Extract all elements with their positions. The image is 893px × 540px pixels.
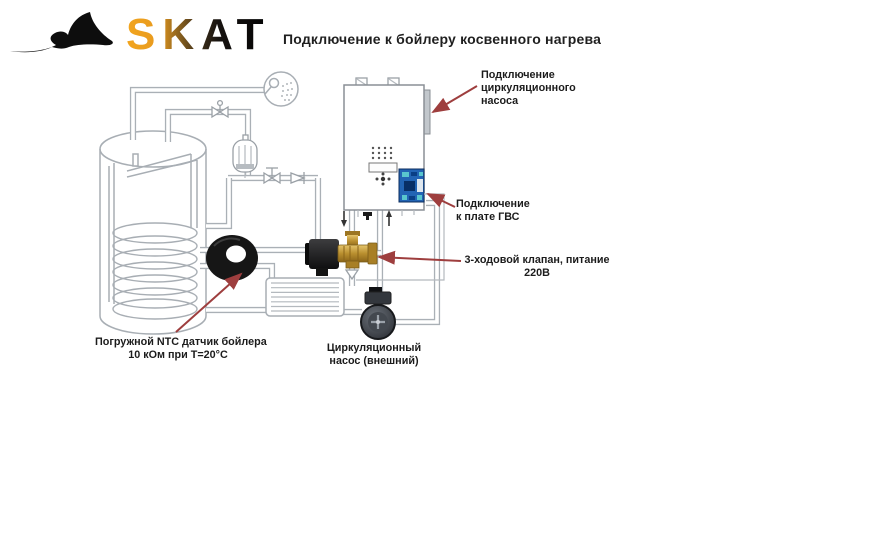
heat-exchanger-coil xyxy=(112,222,198,320)
flow-arrow-down xyxy=(341,211,347,227)
annotation-line: Подключение xyxy=(481,69,555,81)
shower-icon xyxy=(263,71,299,107)
annotation-line: Погружной NTC датчик бойлера xyxy=(95,336,267,348)
annotation-line: насоса xyxy=(481,95,519,107)
circulation-pump xyxy=(360,287,396,340)
annotation-three-way-valve: 3-ходовой клапан, питание 220В xyxy=(452,254,622,280)
radiator-loop xyxy=(265,277,345,317)
valve-actuator xyxy=(305,239,339,276)
expansion-tank xyxy=(232,134,258,178)
annotation-arrows xyxy=(175,85,478,333)
annotation-line: 220В xyxy=(524,267,550,279)
annotation-line: насос (внешний) xyxy=(329,355,419,367)
drain-valve-icon xyxy=(344,269,360,281)
annotation-line: 3-ходовой клапан, питание xyxy=(464,254,610,266)
annotation-line: Циркуляционный xyxy=(326,342,422,354)
annotation-line: циркуляционного xyxy=(481,82,576,94)
gate-valve-icon xyxy=(263,167,281,185)
annotation-ntc-sensor: Погружной NTC датчик бойлера 10 кОм при … xyxy=(95,336,267,362)
annotation-line: 10 кОм при Т=20°С xyxy=(128,349,228,361)
control-panel xyxy=(368,146,398,186)
logo: SKAT xyxy=(10,10,271,56)
annotation-line: Подключение xyxy=(456,198,530,210)
annotation-dhw-board-connection: Подключение к плате ГВС xyxy=(456,198,530,224)
annotation-circ-pump-connection: Подключение циркуляционного насоса xyxy=(481,69,576,108)
stingray-icon xyxy=(10,12,113,53)
page-title: Подключение к бойлеру косвенного нагрева xyxy=(283,31,602,47)
logo-wordmark: SKAT xyxy=(126,10,271,56)
check-valve-icon xyxy=(290,172,306,184)
annotation-external-pump: Циркуляционный насос (внешний) xyxy=(312,342,436,368)
ntc-sensor-ring xyxy=(206,235,258,281)
boiler-unit xyxy=(343,77,431,220)
annotation-line: к плате ГВС xyxy=(456,211,520,223)
flow-arrow-up xyxy=(386,210,392,226)
dhw-pcb xyxy=(398,168,425,203)
shutoff-valve-icon xyxy=(211,99,229,119)
three-way-valve xyxy=(305,231,378,276)
storage-tank xyxy=(99,130,207,335)
